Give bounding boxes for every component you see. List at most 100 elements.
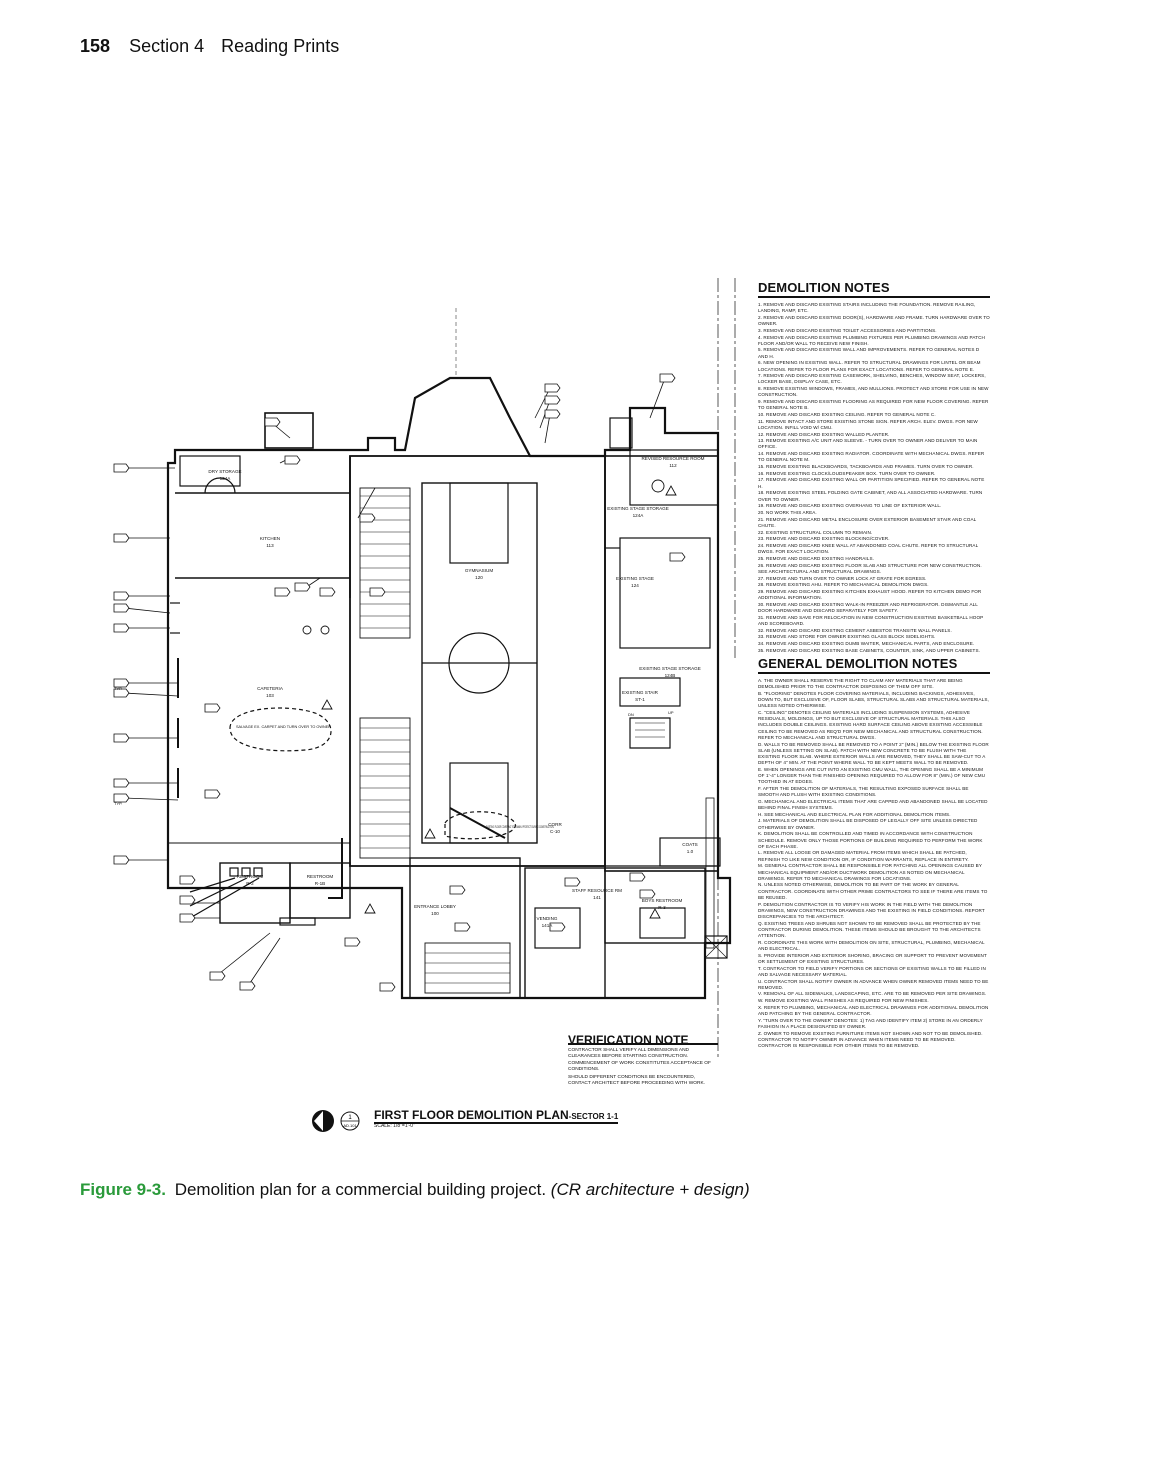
demolition_notes-item: 24. REMOVE AND DISCARD KNEE WALL AT ABAN…: [758, 543, 979, 555]
general_notes-item: D. WALLS TO BE REMOVED SHALL BE REMOVED …: [758, 741, 989, 766]
room-stage-storage-1: EXISTING STAGE STORAGE: [607, 506, 669, 511]
demolition_notes-item: 7. REMOVE AND DISCARD EXISTING CASEWORK,…: [758, 373, 986, 385]
room-revised-resource-num: 112: [669, 463, 677, 468]
demolition_notes-item: 1. REMOVE AND DISCARD EXISTING STAIRS IN…: [758, 302, 976, 314]
demolition_notes-item: 16. REMOVE EXISTING CLOCK/LOUDSPEAKER BO…: [758, 470, 936, 476]
general_notes-item: W. REMOVE EXISTING WALL FINISHES AS REQU…: [758, 998, 929, 1004]
plan-title-main: FIRST FLOOR DEMOLITION PLAN: [374, 1108, 569, 1122]
general_notes-item: G. MECHANICAL AND ELECTRICAL ITEMS THAT …: [758, 798, 988, 811]
callout-salvage-carpet: SALVAGE EX. CARPET AND TURN OVER TO OWNE…: [236, 724, 331, 729]
general_notes-item: S. PROVIDE INTERIOR AND EXTERIOR SHORING…: [758, 952, 987, 964]
room-corr: CORR: [548, 822, 562, 827]
floor-plan-drawing: DRY STORAGE 124A KITCHEN 113 CAFETERIA 1…: [113, 278, 736, 1058]
room-entrance-lobby: ENTRANCE LOBBY: [414, 904, 456, 909]
figure-source: (CR architecture + design): [550, 1180, 750, 1199]
demolition_notes-item: 20. NO WORK THIS AREA.: [758, 510, 817, 515]
general-notes-list: A. THE OWNER SHALL RESERVE THE RIGHT TO …: [758, 678, 990, 1049]
room-staff-resource-num: 141: [593, 895, 601, 900]
demolition_notes-item: 25. REMOVE AND DISCARD EXISTING HANDRAIL…: [758, 555, 875, 561]
north-arrow-icon: 1 AD.101: [312, 1110, 360, 1132]
verification-note-p2: SHOULD DIFFERENT CONDITIONS BE ENCOUNTER…: [568, 1075, 705, 1087]
room-existing-stage-num: 124: [631, 583, 639, 588]
demolition_notes-item: 13. REMOVE EXISTING A/C UNIT AND SLEEVE.…: [758, 438, 978, 450]
general_notes-item: R. COORDINATE THIS WORK WITH DEMOLITION …: [758, 939, 985, 951]
room-existing-stage: EXISTING STAGE: [616, 576, 654, 581]
room-kitchen-num: 113: [266, 543, 274, 548]
plan-title: FIRST FLOOR DEMOLITION PLAN-SECTOR 1-1: [374, 1108, 619, 1124]
section-title: Reading Prints: [221, 36, 340, 56]
demolition_notes-item: 9. REMOVE AND DISCARD EXISTING FLOORING …: [758, 399, 989, 411]
room-kitchen: KITCHEN: [260, 536, 280, 541]
demolition_notes-item: 17. REMOVE AND DISCARD EXISTING WALL OR …: [758, 477, 985, 489]
demolition_notes-item: 4. REMOVE AND DISCARD EXISTING PLUMBING …: [758, 334, 985, 346]
general_notes-item: V. REMOVAL OF ALL SIDEWALKS, LANDSCAPING…: [758, 991, 987, 997]
callout-typ-2: TYP.: [114, 801, 122, 806]
room-stage-storage-2: EXISTING STAGE STORAGE: [639, 666, 701, 671]
stair-up-label: UP: [668, 710, 674, 715]
room-gymnasium-num: 120: [475, 575, 483, 580]
detail-number: 1: [348, 1115, 352, 1121]
sheet-number: AD.101: [343, 1123, 357, 1128]
notes-column: DEMOLITION NOTES 1. REMOVE AND DISCARD E…: [758, 281, 990, 1050]
general_notes-item: N. UNLESS NOTED OTHERWISE, DEMOLITION TO…: [758, 882, 988, 900]
section-label: Section 4: [129, 36, 205, 56]
room-boys-restroom: BOYS RESTROOM: [642, 898, 683, 903]
demolition_notes-item: 18. REMOVE EXISTING STEEL FOLDING GATE C…: [758, 490, 983, 502]
room-stage-storage-2-num: 124B: [665, 673, 676, 678]
plan-scale: SCALE: 1/8"=1'-0": [374, 1123, 415, 1129]
plan-title-block: 1 AD.101 FIRST FLOOR DEMOLITION PLAN-SEC…: [310, 1108, 619, 1143]
general_notes-item: U. CONTRACTOR SHALL NOTIFY OWNER IN ADVA…: [758, 978, 989, 990]
figure-number: Figure 9-3.: [80, 1180, 166, 1199]
demolition_notes-item: 34. REMOVE AND DISCARD EXISTING DUMB WAI…: [758, 641, 975, 647]
page-number: 158: [80, 36, 111, 56]
demolition_notes-item: 29. REMOVE AND DISCARD EXISTING KITCHEN …: [758, 588, 982, 601]
general_notes-item: Q. EXISTING TREES AND SHRUBS NOT SHOWN T…: [758, 920, 981, 939]
room-coats: COATS: [682, 842, 697, 847]
room-vending: VENDING: [537, 916, 558, 921]
demolition_notes-item: 6. NEW OPENING IN EXISTING WALL. REFER T…: [758, 360, 981, 372]
general_notes-item: B. "FLOORING" DENOTES FLOOR COVERING MAT…: [758, 690, 989, 709]
general_notes-item: X. REFER TO PLUMBING, MECHANICAL AND ELE…: [758, 1004, 989, 1017]
demolition_notes-item: 15. REMOVE EXISTING BLACKBOARDS, TACKBOA…: [758, 464, 974, 470]
demolition_notes-item: 3. REMOVE AND DISCARD EXISTING TOILET AC…: [758, 327, 937, 333]
demolition_notes-item: 32. REMOVE AND DISCARD EXISTING CEMENT A…: [758, 627, 952, 633]
general_notes-item: M. GENERAL CONTRACTOR SHALL BE RESPONSIB…: [758, 863, 982, 881]
page-header: 158 Section 4 Reading Prints: [80, 36, 339, 57]
room-cafeteria: CAFETERIA: [257, 686, 284, 691]
demolition-notes-title: DEMOLITION NOTES: [758, 281, 990, 298]
demolition_notes-item: 19. REMOVE AND DISCARD EXISTING OVERHANG…: [758, 503, 942, 509]
plan-title-suffix: -SECTOR 1-1: [568, 1112, 619, 1121]
demolition_notes-item: 28. REMOVE EXISTING AHU. REFER TO MECHAN…: [758, 582, 929, 588]
general_notes-item: Y. "TURN OVER TO THE OWNER" DENOTES: 1) …: [758, 1017, 983, 1029]
room-entrance-lobby-num: 100: [431, 911, 439, 916]
callout-typ-1: TYP.: [114, 686, 122, 691]
demolition_notes-item: 23. REMOVE AND DISCARD EXISTING BLOCKING…: [758, 536, 890, 542]
general-notes-title: GENERAL DEMOLITION NOTES: [758, 656, 990, 674]
room-restroom-1-num: R-2: [246, 881, 254, 886]
general_notes-item: P. DEMOLITION CONTRACTOR IS TO VERIFY HI…: [758, 901, 985, 919]
room-restroom-1: RESTROOM: [237, 874, 264, 879]
demolition_notes-item: 5. REMOVE AND DISCARD EXISTING WALL AND …: [758, 347, 980, 359]
room-corr-num: C-10: [550, 829, 560, 834]
figure-caption: Figure 9-3. Demolition plan for a commer…: [80, 1180, 750, 1200]
figure-text: Demolition plan for a commercial buildin…: [174, 1180, 547, 1199]
general_notes-item: E. WHEN OPENINGS ARE CUT INTO AN EXISTIN…: [758, 766, 986, 785]
general_notes-item: K. DEMOLITION SHALL BE CONTROLLED AND TI…: [758, 831, 983, 849]
general_notes-item: J. MATERIALS OF DEMOLITION SHALL BE DISP…: [758, 818, 978, 830]
general_notes-item: C. "CEILING" DENOTES CEILING MATERIALS I…: [758, 709, 983, 740]
stair-dn-label: DN: [628, 712, 634, 717]
general_notes-item: Z. OWNER TO REMOVE EXISTING FURNITURE IT…: [758, 1030, 983, 1049]
general_notes-item: A. THE OWNER SHALL RESERVE THE RIGHT TO …: [758, 677, 963, 690]
demolition_notes-item: 2. REMOVE AND DISCARD EXISTING DOOR(S), …: [758, 314, 990, 327]
room-restroom-2: RESTROOM: [307, 874, 334, 879]
general_notes-item: F. AFTER THE DEMOLITION OF MATERIALS, TH…: [758, 785, 969, 798]
general_notes-item: T. CONTRACTOR TO FIELD VERIFY PORTIONS O…: [758, 965, 986, 977]
demolition_notes-item: 10. REMOVE AND DISCARD EXISTING CEILING.…: [758, 411, 936, 417]
callout-floor-covering: EXISTING FLOOR COVERING TO REMAIN. PROTE…: [486, 824, 554, 829]
room-existing-stair-num: ST-1: [635, 697, 645, 702]
room-staff-resource: STAFF RESOURCE RM: [572, 888, 622, 893]
demolition_notes-item: 27. REMOVE AND TURN OVER TO OWNER LOCK A…: [758, 575, 927, 581]
demolition_notes-item: 30. REMOVE AND DISCARD EXISTING WALK-IN …: [758, 601, 978, 614]
general_notes-item: H. SEE MECHANICAL AND ELECTRICAL PLAN FO…: [758, 811, 951, 817]
demolition_notes-item: 33. REMOVE AND STORE FOR OWNER EXISTING …: [758, 634, 936, 640]
